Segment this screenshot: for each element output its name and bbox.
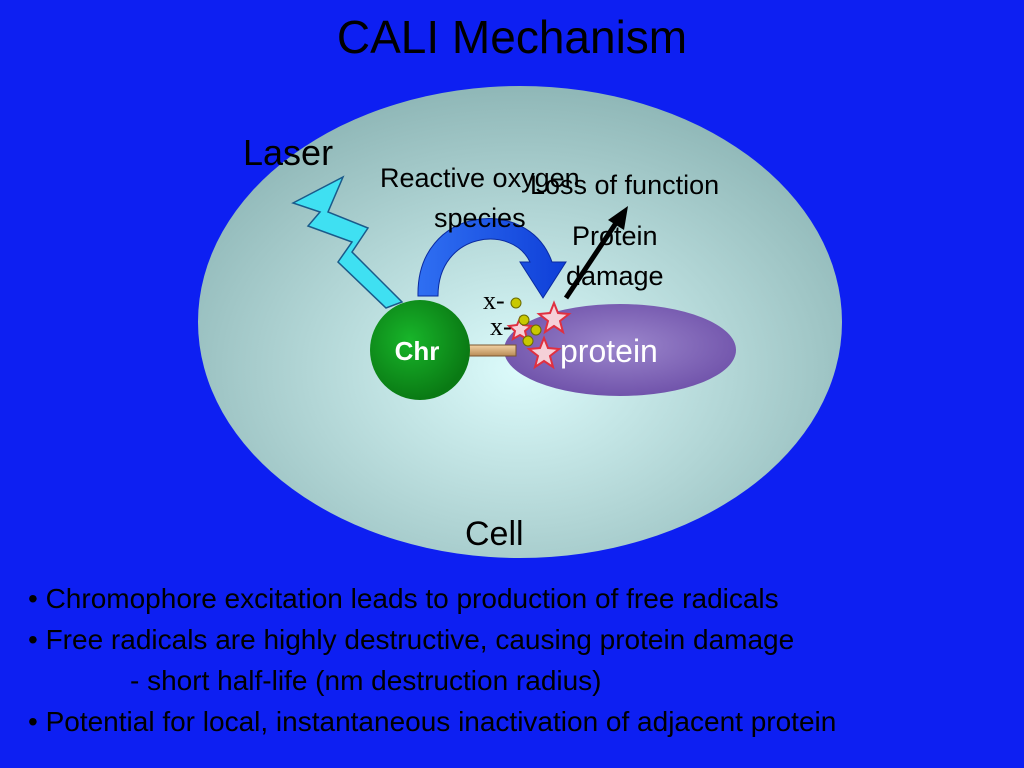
chromophore-label: Chr [394,336,440,366]
bullet-item: • Potential for local, instantaneous ina… [28,706,837,737]
radical-dot [530,324,542,336]
radical-label-1: x- [483,286,505,315]
laser-bolt-icon [291,175,404,309]
bullet-item: • Free radicals are highly destructive, … [28,624,795,655]
damage-star-icon [526,335,562,370]
protein-damage-label: Protein damage [566,216,664,296]
chromophore-circle [370,300,470,400]
radical-dot [518,314,530,326]
laser-label: Laser [243,132,334,173]
loss-of-function-arrow [563,218,621,300]
protein-label: protein [560,333,658,369]
loss-of-function-label: Loss of function [530,170,720,200]
bullet-sub-item: - short half-life (nm destruction radius… [130,665,602,696]
arrowhead-icon [608,206,628,230]
radical-dot [522,335,534,347]
reactive-oxygen-label: Reactive oxygen species [380,158,580,238]
damage-star-icon [536,300,572,335]
bullet-item: • Chromophore excitation leads to produc… [28,583,779,614]
protein-damage-line-1: Protein [572,221,658,251]
radical-dot [510,297,522,309]
reactive-oxygen-line-2: species [434,203,526,233]
ros-curved-arrow [417,218,567,299]
bullet-list: • Chromophore excitation leads to produc… [28,578,836,742]
radical-label-2: x- [490,312,512,341]
reactive-oxygen-line-1: Reactive oxygen [380,163,580,193]
cell-label: Cell [465,515,524,553]
protein-damage-line-2: damage [566,261,664,291]
damage-star-icon [506,315,534,342]
slide-title: CALI Mechanism [336,11,688,63]
